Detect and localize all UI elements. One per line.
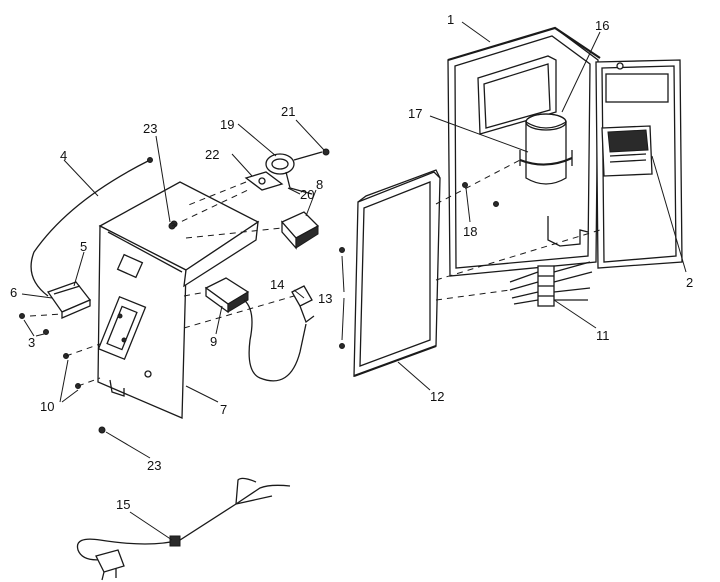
callouts: 1 16 17 18 2 11 12 13 14 8 20 21 19 22 2… [10,12,693,512]
part-wire-connector [509,261,593,307]
part-screws-3 [19,313,49,335]
part-vent-grille [601,125,653,177]
part-sensor-wire [30,157,153,297]
callout-21: 21 [281,104,295,119]
callout-19: 19 [220,117,234,132]
part-thermostat-bracket [244,171,284,191]
part-screw-23-lower [98,426,106,434]
part-front-panel [353,169,441,378]
callout-5: 5 [80,239,87,254]
part-capacitor [525,113,567,185]
callout-8: 8 [316,177,323,192]
part-terminal-bracket [46,281,92,319]
callout-23-lower: 23 [147,458,161,473]
part-power-cord [76,477,291,581]
callout-17: 17 [408,106,422,121]
callout-9: 9 [210,334,217,349]
part-screws-18 [462,182,499,207]
assembly-lines [29,159,601,387]
callout-11: 11 [596,328,610,343]
part-capacitor-strap [519,150,573,166]
callout-3: 3 [28,335,35,350]
callout-12: 12 [430,389,444,404]
callout-13: 13 [318,291,332,306]
part-control-box [97,181,260,419]
leader-lines [21,21,687,541]
callout-2: 2 [686,275,693,290]
part-relay [280,211,320,250]
callout-7: 7 [220,402,227,417]
callout-4: 4 [60,148,67,163]
callout-15: 15 [116,497,130,512]
part-screws-13 [339,247,345,349]
callout-6: 6 [10,285,17,300]
callout-1: 1 [447,12,454,27]
callout-20: 20 [300,187,314,202]
callout-23-upper: 23 [143,121,157,136]
callout-18: 18 [463,224,477,239]
callout-22: 22 [205,147,219,162]
callout-16: 16 [595,18,609,33]
callout-14: 14 [270,277,284,292]
part-switch [204,277,307,382]
callout-10: 10 [40,399,54,414]
part-thermostat [265,148,330,195]
part-cabinet-back [447,26,683,277]
